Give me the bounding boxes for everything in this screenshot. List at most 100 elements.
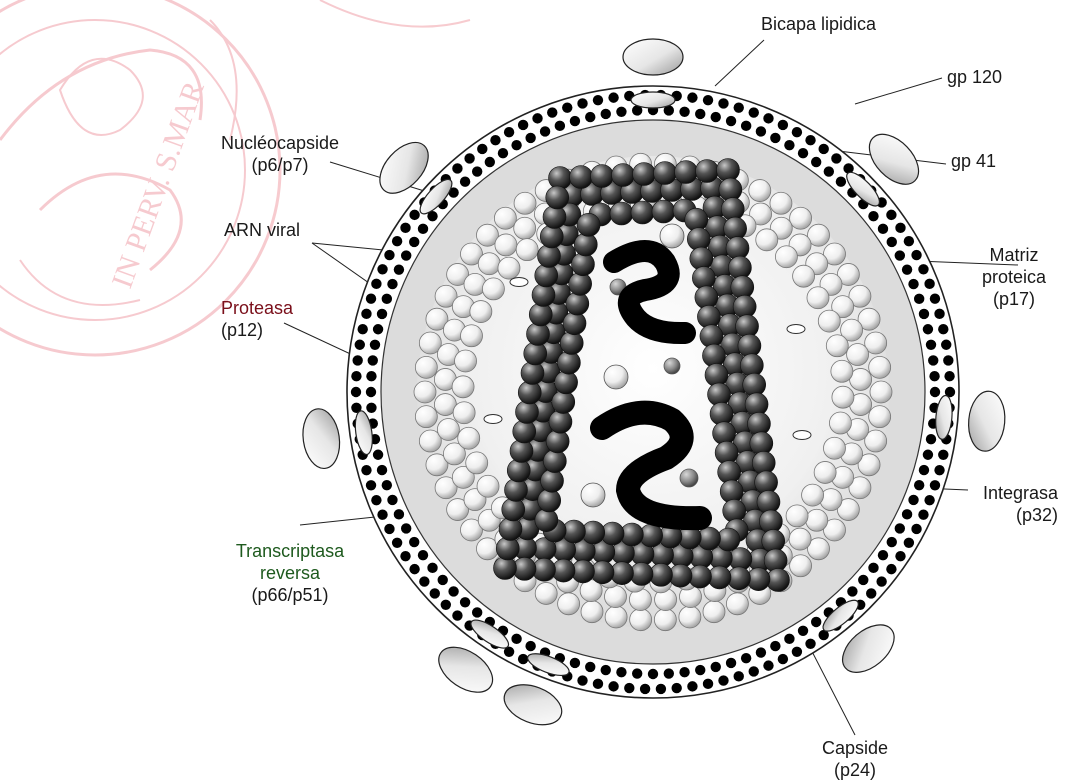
matrix-bead <box>630 609 652 631</box>
lipid-dot <box>763 660 773 670</box>
lipid-dot <box>419 576 429 586</box>
lipid-dot <box>518 120 528 130</box>
lipid-dot <box>464 153 474 163</box>
leader-line <box>715 40 764 86</box>
lipid-dot <box>593 95 603 105</box>
lipid-dot <box>608 92 618 102</box>
lipid-dot <box>926 340 936 350</box>
lipid-dot <box>836 177 846 187</box>
capsid-bead <box>633 163 656 186</box>
lipid-dot <box>805 135 815 145</box>
lipid-dot <box>718 675 728 685</box>
lipid-dot <box>934 465 944 475</box>
lipid-dot <box>886 564 896 574</box>
lipid-dot <box>518 654 528 664</box>
lipid-dot <box>887 537 897 547</box>
lipid-dot <box>452 163 462 173</box>
matrix-bead <box>415 356 437 378</box>
lipid-dot <box>943 355 953 365</box>
lipid-dot <box>640 684 650 694</box>
matrix-bead <box>437 418 459 440</box>
lipid-dot <box>679 107 689 117</box>
lipid-dot <box>547 107 557 117</box>
lipid-dot <box>911 250 921 260</box>
lipid-dot <box>798 626 808 636</box>
capsid-bead <box>654 162 677 185</box>
matrix-bead <box>832 386 854 408</box>
lipid-dot <box>923 324 933 334</box>
matrix-bead <box>703 601 725 623</box>
gp120-head <box>299 406 343 470</box>
lipid-dot <box>711 112 721 122</box>
lipid-dot <box>811 157 821 167</box>
capsid-bead <box>541 469 564 492</box>
matrix-bead <box>535 582 557 604</box>
lipid-dot <box>902 264 912 274</box>
capsid-bead <box>555 371 578 394</box>
lipid-dot <box>400 551 410 561</box>
capsid-bead <box>546 186 569 209</box>
lipid-dot <box>944 371 954 381</box>
label-matriz-line1: Matriz <box>968 244 1060 266</box>
lipid-dot <box>472 607 482 617</box>
lipid-dot <box>805 639 815 649</box>
matrix-bead <box>458 427 480 449</box>
lipid-dot <box>908 495 918 505</box>
capsid-bead <box>566 292 589 315</box>
lipid-dot <box>664 668 674 678</box>
lipid-dot <box>490 135 500 145</box>
vesicle <box>793 431 811 440</box>
lipid-dot <box>409 564 419 574</box>
lipid-dot <box>749 666 759 676</box>
lipid-dot <box>671 683 681 693</box>
lipid-dot <box>616 667 626 677</box>
matrix-bead <box>461 325 483 347</box>
lipid-dot <box>904 236 914 246</box>
lipid-dot <box>819 144 829 154</box>
lipid-dot <box>726 658 736 668</box>
lipid-dot <box>377 510 387 520</box>
label-gp120: gp 120 <box>947 66 1002 88</box>
lipid-dot <box>930 387 940 397</box>
matrix-bead <box>654 609 676 631</box>
lipid-dot <box>382 294 392 304</box>
lipid-dot <box>711 662 721 672</box>
glycoprotein-knob <box>623 39 683 108</box>
capsid-bead <box>577 213 600 236</box>
lipid-dot <box>371 495 381 505</box>
label-proteasa-line1: Proteasa <box>221 297 293 319</box>
lipid-dot <box>798 148 808 158</box>
capsid-bead <box>549 410 572 433</box>
lipid-dot <box>928 355 938 365</box>
lipid-dot <box>373 450 383 460</box>
lipid-dot <box>540 126 550 136</box>
matrix-bead <box>558 593 580 615</box>
lipid-dot <box>847 586 857 596</box>
lipid-dot <box>377 264 387 274</box>
matrix-bead <box>726 593 748 615</box>
lipid-dot <box>687 681 697 691</box>
lipid-dot <box>441 600 451 610</box>
label-matriz-line3: (p17) <box>968 288 1060 310</box>
lipid-dot <box>908 279 918 289</box>
matrix-bead <box>514 192 536 214</box>
vesicle <box>484 415 502 424</box>
lipid-dot <box>352 355 362 365</box>
lipid-dot <box>532 113 542 123</box>
capsid-bead <box>612 164 635 187</box>
lipid-dot <box>624 683 634 693</box>
matrix-bead <box>482 278 504 300</box>
matrix-bead <box>453 402 475 424</box>
matrix-bead <box>605 606 627 628</box>
lipid-dot <box>460 597 470 607</box>
internal-particle <box>680 469 698 487</box>
lipid-dot <box>368 355 378 365</box>
watermark-text: IN PERV. S.MAR <box>106 77 211 292</box>
virion <box>299 39 1007 732</box>
matrix-bead <box>770 192 792 214</box>
lipid-dot <box>876 576 886 586</box>
lipid-dot <box>868 563 878 573</box>
lipid-dot <box>351 387 361 397</box>
lipid-dot <box>919 309 929 319</box>
